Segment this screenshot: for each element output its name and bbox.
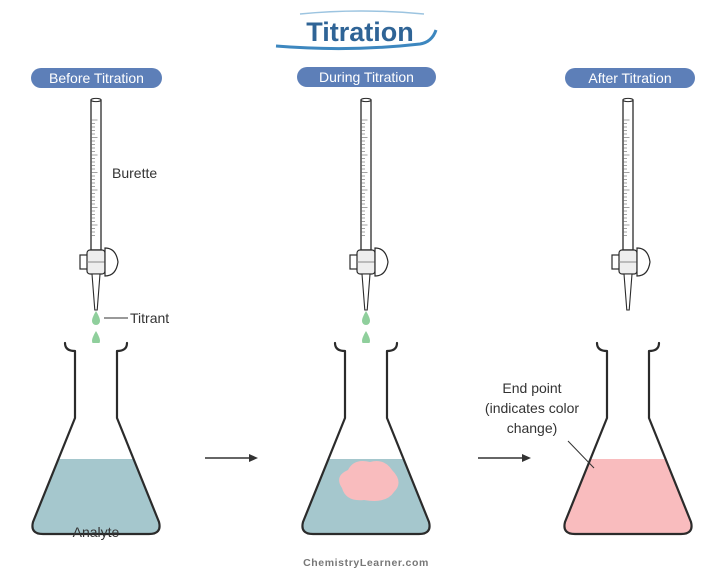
burette-tip [623,273,633,311]
titrant-drop [92,311,100,325]
burette-tip [91,273,101,311]
burette-label: Burette [112,165,157,181]
titrant-drop [92,331,100,345]
stopcock-handle [374,247,389,277]
end-point-label-line3: change) [507,420,558,436]
apparatus-during [301,97,431,536]
apparatus-after [563,97,693,536]
title-banner: Titration [275,10,438,51]
end-point-label-line2: (indicates color [485,400,579,416]
stage-pill-during: During Titration [297,67,436,87]
stage-pill-before: Before Titration [31,68,162,88]
stopcock-handle [104,247,119,277]
pink-color-plume [339,461,399,501]
stage-label-after: After Titration [588,70,671,86]
end-point-label-line1: End point [502,380,561,396]
burette-tube [360,99,372,251]
arrow-right-icon [205,454,258,462]
stage-pill-after: After Titration [565,68,695,88]
end-point-leader [567,440,595,469]
flask-outline [563,341,693,536]
stopcock-handle [636,247,651,277]
burette-tip [361,273,371,311]
flask-outline [31,341,161,536]
burette [611,97,651,311]
burette [79,97,119,311]
stage-label-during: During Titration [319,69,414,85]
titrant-drop [362,311,370,325]
titrant-label: Titrant [130,310,169,326]
titrant-drop [362,331,370,345]
flask-outline [301,341,431,536]
flask-after [563,341,693,536]
burette [349,97,389,311]
title-swoosh [275,29,438,51]
analyte-label: Analyte [73,524,120,540]
flask-during [301,341,431,536]
burette-tube [622,99,634,251]
arrow-right-icon [478,454,531,462]
flask-before [31,341,161,536]
title-swoosh-top [299,10,425,15]
burette-rim [622,97,634,103]
credit-text: ChemistryLearner.com [303,557,429,569]
burette-rim [90,97,102,103]
burette-rim [360,97,372,103]
apparatus-before [31,97,161,536]
page-title: Titration [306,17,414,47]
burette-tube [90,99,102,251]
stage-label-before: Before Titration [49,70,144,86]
